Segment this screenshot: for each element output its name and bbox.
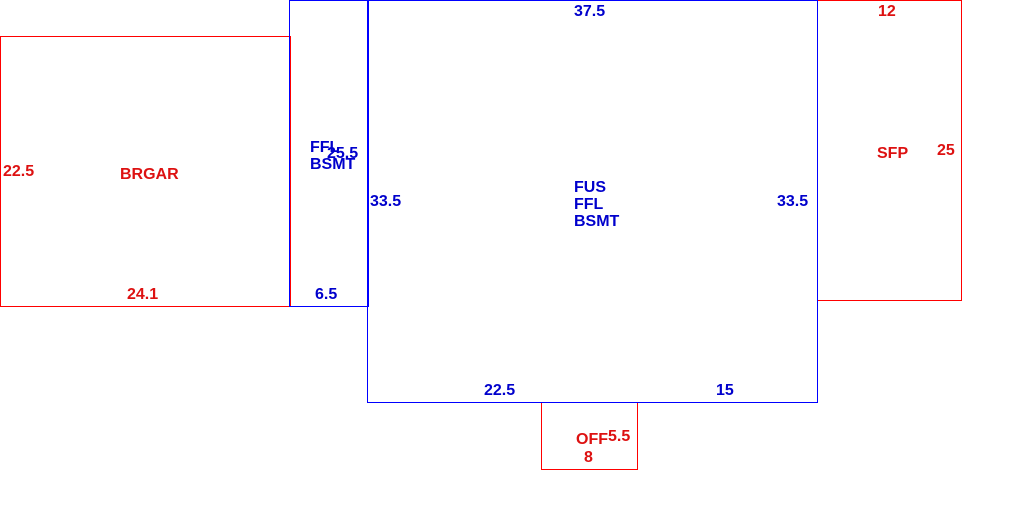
main-dim-right: 33.5 [777, 193, 809, 210]
main-label-bsmt: BSMT [574, 213, 620, 230]
main-dim-bottom-left: 22.5 [484, 382, 516, 399]
porch-dim-top: 12 [878, 3, 896, 20]
offset-dim-bottom: 8 [584, 449, 593, 466]
main-label-ffl: FFL [574, 196, 604, 213]
garage-dim-bottom: 24.1 [127, 286, 159, 303]
main-label-fus: FUS [574, 179, 606, 196]
offset-dim-right: 5.5 [608, 428, 631, 445]
main-dim-left: 33.5 [370, 193, 402, 210]
offset-label: OFF [576, 431, 608, 448]
porch-label: SFP [877, 145, 909, 162]
garage-dim-left: 22.5 [3, 163, 35, 180]
garage-label: BRGAR [120, 166, 179, 183]
porch-dim-right: 25 [937, 142, 955, 159]
main-structure-outline [367, 0, 818, 403]
bump-dim-side: 25.5 [327, 145, 359, 162]
bump-label-ffl: FFL [310, 139, 340, 156]
main-dim-top: 37.5 [574, 3, 606, 20]
bump-outline [289, 0, 369, 307]
bump-label-bsmt: BSMT [310, 156, 356, 173]
garage-outline [0, 36, 291, 307]
bump-dim-bottom: 6.5 [315, 286, 338, 303]
main-dim-bottom-right: 15 [716, 382, 734, 399]
